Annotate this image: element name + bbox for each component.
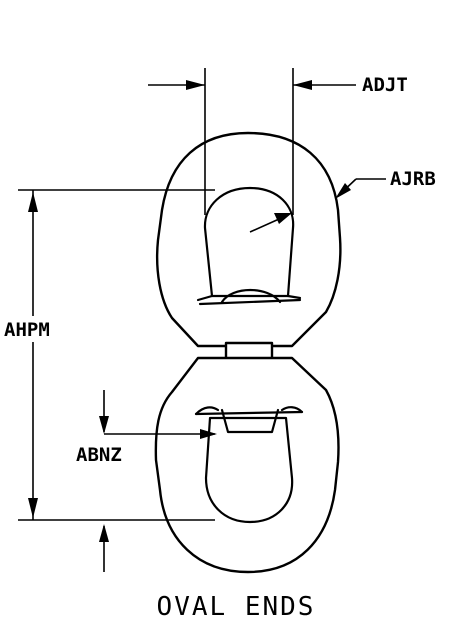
adjt-arrow-right: [293, 80, 312, 90]
dimension-ajrb: AJRB: [335, 168, 436, 199]
abnz-arrow-bottom: [99, 524, 109, 542]
ajrb-arrow: [335, 183, 351, 199]
dimension-adjt: ADJT: [148, 68, 408, 215]
upper-oval-end: [155, 131, 342, 348]
label-ahpm: AHPM: [4, 319, 50, 341]
dimension-abnz: ABNZ: [76, 390, 217, 572]
lower-oval-end: [154, 356, 340, 574]
caption: OVAL ENDS: [157, 592, 316, 622]
adjt-arrow-left: [186, 80, 205, 90]
ahpm-arrow-bottom: [28, 498, 38, 518]
label-adjt: ADJT: [362, 74, 408, 96]
abnz-arrow-top: [99, 416, 109, 434]
dimension-ahpm: AHPM: [2, 189, 215, 521]
inner-radius-arrow: [274, 213, 292, 224]
ahpm-arrow-top: [28, 192, 38, 212]
abnz-leader-arrow: [200, 429, 217, 439]
label-abnz: ABNZ: [76, 444, 122, 466]
label-ajrb: AJRB: [390, 168, 436, 190]
inner-radius-leader: [249, 213, 292, 233]
